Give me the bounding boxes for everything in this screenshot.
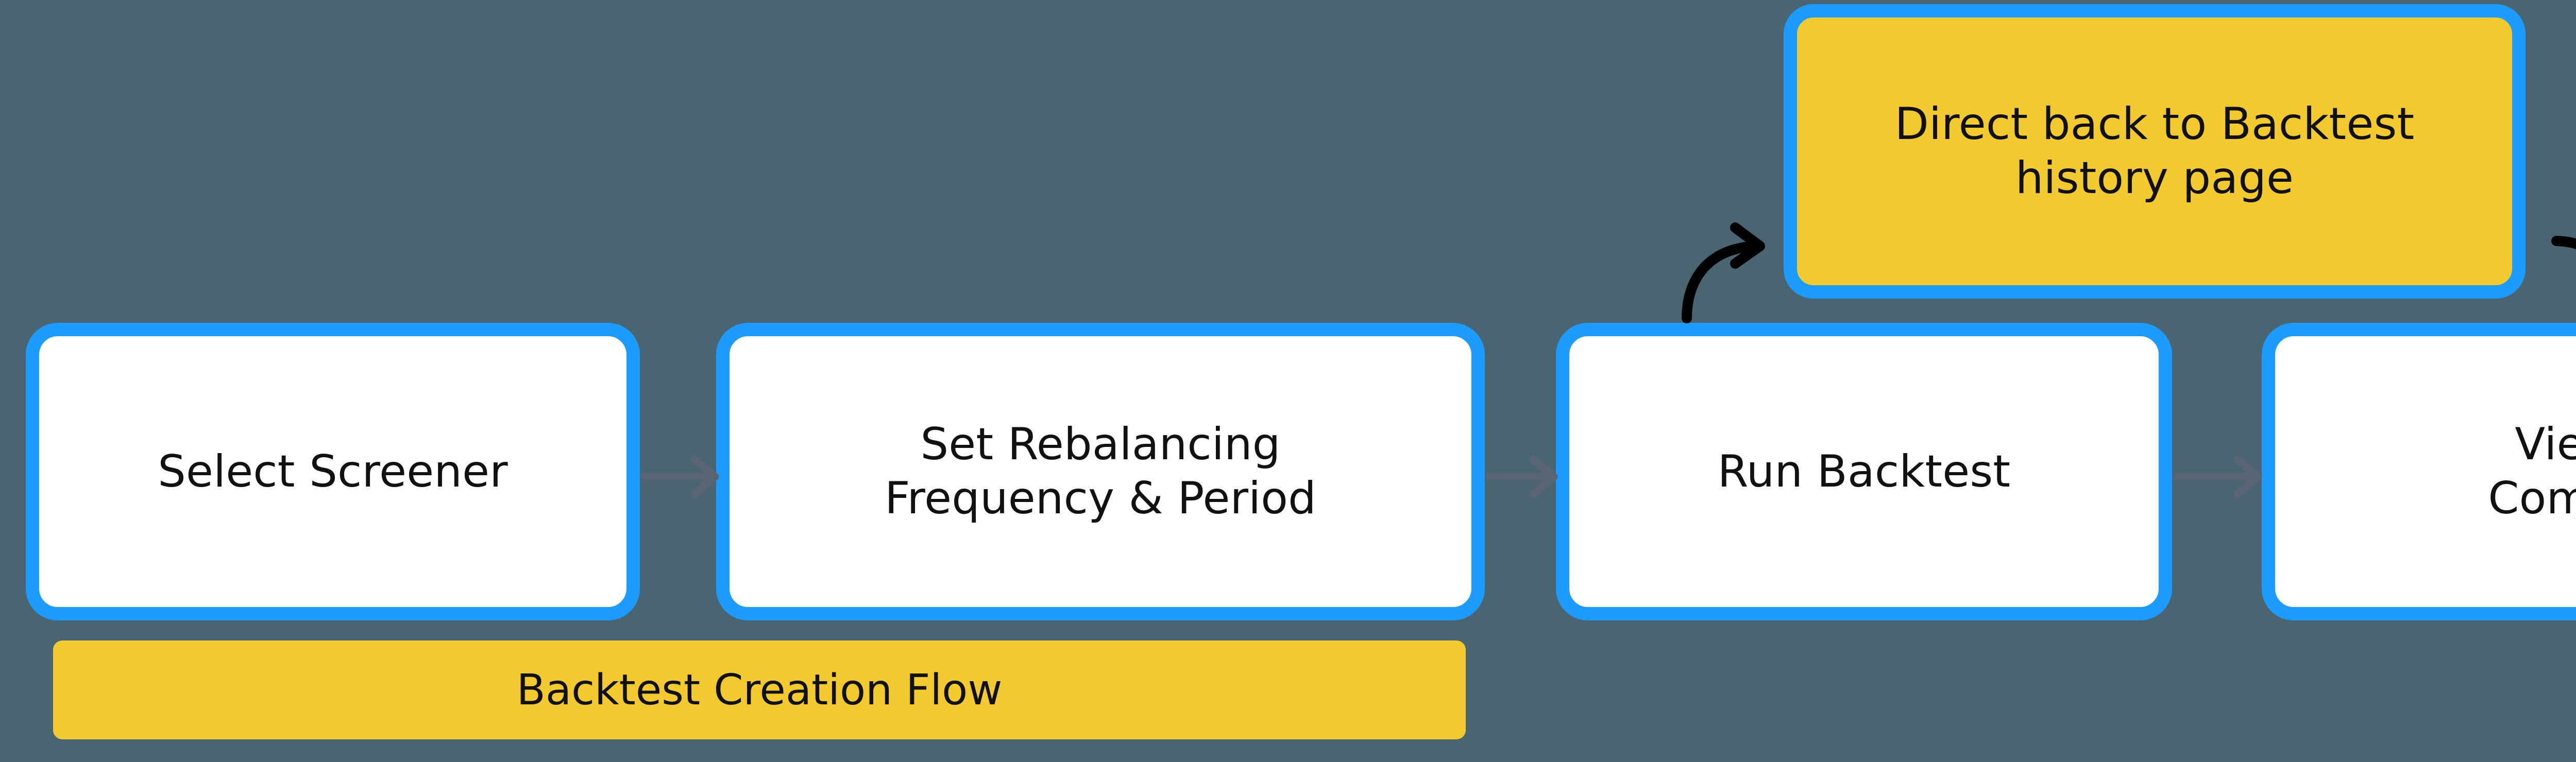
node-set-rebalancing[interactable]: Set Rebalancing Frequency & Period bbox=[716, 323, 1485, 620]
label-backtest-creation-flow: Backtest Creation Flow bbox=[53, 640, 1466, 739]
node-select-screener[interactable]: Select Screener bbox=[26, 323, 640, 620]
connector-arrow-run-backtest-to-view-result bbox=[2174, 455, 2262, 498]
node-view-backtest-result[interactable]: View Backtest Result with Company’s Earn… bbox=[2262, 323, 2576, 620]
node-direct-back-to-backtest-history[interactable]: Direct back to Backtest history page bbox=[1784, 4, 2526, 299]
node-run-backtest[interactable]: Run Backtest bbox=[1556, 323, 2172, 620]
curved-arrow-note-to-view-result bbox=[2551, 236, 2576, 250]
connector-arrow-select-screener-to-set-rebalancing bbox=[641, 455, 719, 498]
curved-arrow-run-backtest-to-note bbox=[1682, 222, 1765, 323]
connector-arrow-set-rebalancing-to-run-backtest bbox=[1486, 455, 1558, 498]
